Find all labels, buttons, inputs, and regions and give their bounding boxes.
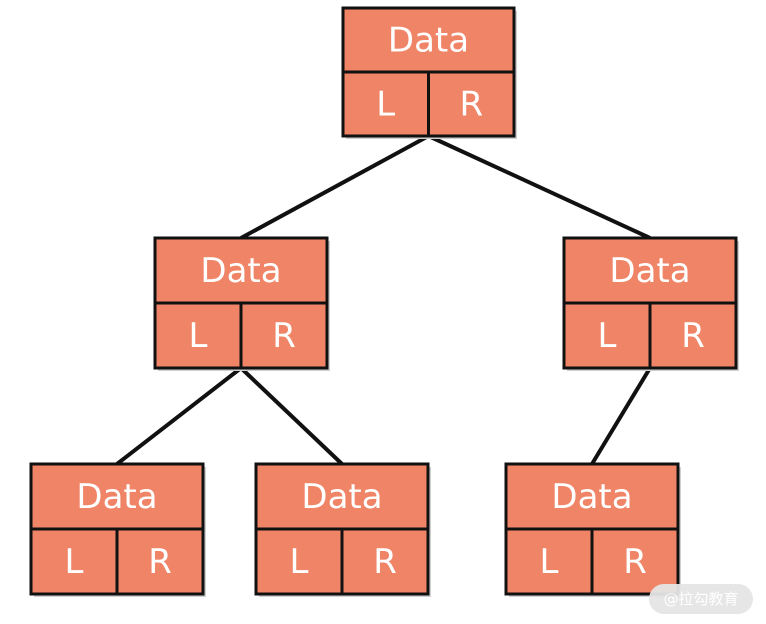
node-data-label: Data — [301, 477, 382, 517]
node-left-label: L — [65, 542, 84, 582]
node-right-pointer-cell — [115, 527, 205, 596]
node-right-label: R — [272, 316, 296, 356]
node-right-pointer-cell — [239, 301, 329, 370]
node-left-label: L — [376, 85, 395, 125]
node-right-label: R — [681, 316, 705, 356]
node-data-label: Data — [76, 477, 157, 517]
node-left-label: L — [598, 316, 617, 356]
watermark: @拉勾教育 — [649, 584, 753, 614]
node-left-label: L — [189, 316, 208, 356]
node-left-pointer-cell — [504, 527, 594, 596]
node-data-label: Data — [551, 477, 632, 517]
node-data-cell — [254, 462, 430, 531]
edge-root-to-right-child — [427, 134, 651, 240]
node-left-pointer-cell — [254, 527, 344, 596]
node-right-pointer-cell — [648, 301, 738, 370]
node-right-pointer-cell — [340, 527, 430, 596]
node-data-label: Data — [388, 21, 469, 61]
node-data-label: Data — [609, 251, 690, 291]
node-data-label: Data — [200, 251, 281, 291]
node-data-cell — [562, 236, 738, 305]
edges — [115, 134, 652, 466]
node-right-label: R — [459, 85, 483, 125]
node-data-cell — [153, 236, 329, 305]
node-left-label: L — [540, 542, 559, 582]
node-right-label: R — [148, 542, 172, 582]
node-left-pointer-cell — [562, 301, 652, 370]
node-left-pointer-cell — [341, 70, 430, 138]
node-left-pointer-cell — [153, 301, 243, 370]
edge-left-child-to-left-right-grandchild — [239, 366, 344, 466]
node-right-label: R — [373, 542, 397, 582]
edge-right-child-to-right-left-grandchild — [590, 366, 652, 466]
node-right-pointer-cell — [590, 527, 680, 596]
node-data-cell — [341, 6, 516, 74]
edge-root-to-left-child — [240, 134, 430, 240]
node-right-label: R — [623, 542, 647, 582]
node-left-label: L — [290, 542, 309, 582]
edge-left-child-to-left-left-grandchild — [115, 366, 243, 466]
node-right-pointer-cell — [427, 70, 516, 138]
